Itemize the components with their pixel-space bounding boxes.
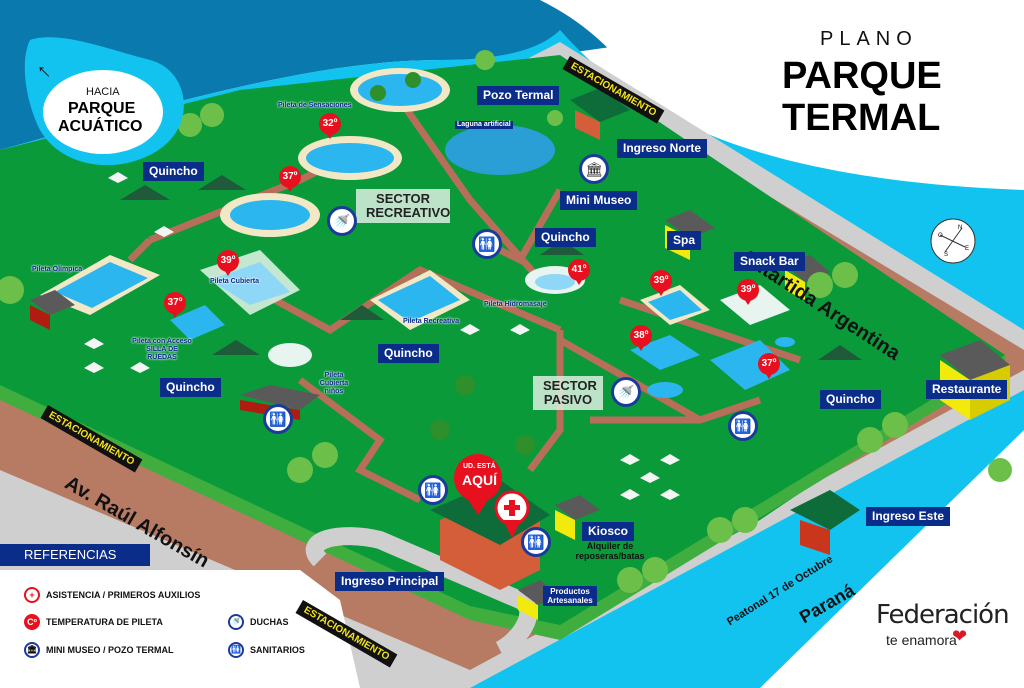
label-ingreso-principal[interactable]: Ingreso Principal [335, 572, 445, 591]
title-parque: PARQUE [782, 55, 942, 97]
compass-n: N [958, 225, 963, 231]
label-pileta-cubierta: Pileta Cubierta [210, 278, 260, 285]
museum-icon: 🏛 [24, 642, 40, 658]
label-ingreso-norte[interactable]: Ingreso Norte [617, 139, 708, 158]
label-pileta-acceso: Pileta con Acceso SILLA DE RUEDAS [132, 338, 192, 361]
umbrellas [84, 172, 680, 500]
legend-item-restroom: 🚻 SANITARIOS [228, 642, 305, 658]
restroom-icon[interactable]: 🚻 [472, 229, 502, 259]
label-restaurante[interactable]: Restaurante [926, 380, 1008, 399]
first-aid-pin [494, 490, 530, 538]
compass-s: S [944, 252, 949, 258]
label-spa[interactable]: Spa [667, 231, 702, 250]
legend-item-temperature: Cº TEMPERATURA DE PILETA [24, 614, 163, 630]
legend-label: DUCHAS [250, 617, 289, 627]
temp-marker-pool-39-b[interactable]: 39º [737, 279, 759, 305]
palm-trees [370, 72, 535, 455]
direction-bubble-inner [43, 70, 163, 154]
restroom-icon: 🚻 [228, 642, 244, 658]
label-pileta-recreativa: Pileta Recreativa [403, 318, 460, 325]
brand-tagline: te enamora [886, 632, 957, 648]
pools [40, 68, 795, 398]
temp-marker-cubierta[interactable]: 39º [217, 250, 239, 276]
label-pileta-cubierta-ninos: Pileta Cubierta niños [319, 372, 349, 395]
shower-icon: 🚿 [228, 614, 244, 630]
legend-label: ASISTENCIA / PRIMEROS AUXILIOS [46, 590, 201, 600]
you-are-here-line2: AQUÍ [462, 472, 497, 488]
label-kiosco-sub: Alquiler de reposeras/batas [575, 541, 645, 561]
temp-marker-pool-37-a[interactable]: 37º [279, 166, 301, 192]
compass-o: O [938, 233, 943, 239]
restroom-icon[interactable]: 🚻 [521, 527, 551, 557]
legend-title: REFERENCIAS [0, 544, 150, 566]
temp-marker-pool-38[interactable]: 38º [630, 325, 652, 351]
legend-label: MINI MUSEO / POZO TERMAL [46, 645, 174, 655]
label-quincho-3[interactable]: Quincho [378, 344, 439, 363]
temperature-icon: Cº [24, 614, 40, 630]
temp-marker-pool-39-a[interactable]: 39º [650, 270, 672, 296]
quinchos [120, 175, 862, 360]
legend-item-first-aid: + ASISTENCIA / PRIMEROS AUXILIOS [24, 587, 200, 603]
direction-parque: PARQUE [68, 100, 136, 117]
compass-e: E [965, 246, 970, 252]
sector-pasivo: SECTOR PASIVO [533, 376, 603, 410]
shower-icon[interactable]: 🚿 [327, 206, 357, 236]
brand-bg [830, 560, 1024, 688]
restroom-icon[interactable]: 🚻 [263, 404, 293, 434]
label-productos-artesanales[interactable]: Productos Artesanales [543, 586, 597, 606]
label-quincho-2[interactable]: Quincho [535, 228, 596, 247]
title-plano: PLANO [820, 28, 918, 50]
label-mini-museo[interactable]: Mini Museo [560, 191, 638, 210]
heart-icon: ❤ [952, 626, 968, 646]
temp-marker-hidromasaje[interactable]: 41º [568, 259, 590, 285]
temp-marker-acceso[interactable]: 37º [164, 292, 186, 318]
entrance-drive [306, 527, 538, 659]
temp-marker-pool-37-b[interactable]: 37º [758, 353, 780, 379]
label-pozo-termal[interactable]: Pozo Termal [477, 86, 560, 105]
trees [0, 50, 1012, 593]
label-laguna-artificial: Laguna artificial [455, 121, 513, 129]
legend-bg [0, 570, 360, 688]
legend-label: SANITARIOS [250, 645, 305, 655]
label-quincho-5[interactable]: Quincho [820, 390, 881, 409]
label-pileta-sensaciones: Pileta de Sensaciones [278, 102, 352, 109]
restroom-icon[interactable]: 🚻 [418, 475, 448, 505]
compass [930, 218, 976, 264]
label-quincho-1[interactable]: Quincho [143, 162, 204, 181]
direction-acuatico: ACUÁTICO [58, 118, 143, 135]
sector-recreativo: SECTOR RECREATIVO [356, 189, 450, 223]
title-termal: TERMAL [782, 97, 941, 139]
label-pileta-hidromasaje: Pileta Hidromasaje [484, 301, 547, 308]
river-dark [0, 0, 760, 150]
legend-item-museum: 🏛 MINI MUSEO / POZO TERMAL [24, 642, 174, 658]
restroom-icon[interactable]: 🚻 [728, 411, 758, 441]
label-kiosco[interactable]: Kiosco [582, 522, 635, 541]
first-aid-icon: + [24, 587, 40, 603]
label-quincho-4[interactable]: Quincho [160, 378, 221, 397]
label-pileta-olimpica: Pileta Olímpica [32, 266, 83, 273]
temp-marker-sensaciones[interactable]: 32º [319, 113, 341, 139]
museum-icon[interactable]: 🏛 [579, 154, 609, 184]
legend-item-shower: 🚿 DUCHAS [228, 614, 289, 630]
shower-icon[interactable]: 🚿 [611, 377, 641, 407]
legend-label: TEMPERATURA DE PILETA [46, 617, 163, 627]
you-are-here-line1: UD. ESTÁ [463, 463, 496, 470]
label-ingreso-este[interactable]: Ingreso Este [866, 507, 951, 526]
title-area [540, 0, 1024, 190]
label-snack-bar[interactable]: Snack Bar [734, 252, 805, 271]
direction-hacia: HACIA [86, 86, 120, 98]
you-are-here-pin [454, 454, 502, 515]
brand-name: Federación [876, 600, 1010, 630]
